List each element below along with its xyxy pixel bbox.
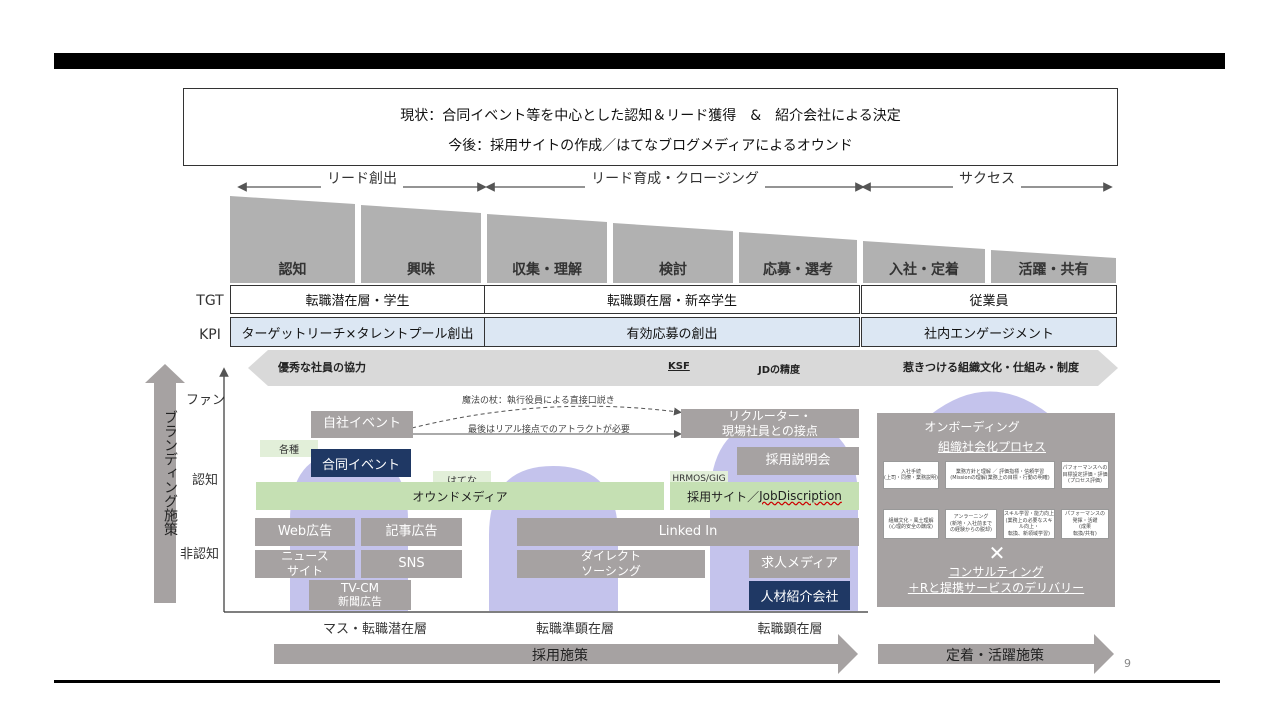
- phase-success-wrap: サクセス: [866, 168, 1108, 188]
- stage-shape-2: [361, 205, 481, 283]
- process-box: パフォーマンスの 発揮・活躍 (成果 転換/共有): [1061, 509, 1109, 539]
- status-current: 現状：合同イベント等を中心とした認知＆リード獲得 & 紹介会社による決定: [400, 108, 901, 124]
- phase-nurture-wrap: リード育成・クロージング: [490, 168, 860, 188]
- stage-label: 検討: [659, 262, 687, 278]
- article-ad-box: 記事広告: [361, 518, 462, 546]
- ksf-label: KSF: [668, 361, 690, 372]
- kpi-cell: ターゲットリーチ×タレントプール創出: [230, 317, 485, 347]
- onboarding-title: オンボーディング: [924, 419, 1020, 434]
- tgt-cell: 転職潜在層・学生: [230, 285, 485, 314]
- tvcm-label: TV-CM: [341, 581, 379, 595]
- top-bar: [54, 53, 1225, 69]
- news-site-box: ニュース サイト: [255, 549, 355, 578]
- retain-arrow: [878, 634, 1114, 674]
- tgt-cell: 転職顕在層・新卒学生: [484, 285, 860, 314]
- branding-up-arrow: [145, 364, 185, 603]
- recruit-site-jd: JobDiscription: [759, 489, 842, 503]
- process-box: アンラーニング (新地・入社前まで の経験からの脱却): [945, 509, 997, 539]
- phase-label-lead: リード創出: [321, 168, 403, 188]
- kpi-row-label: KPI: [199, 327, 221, 343]
- onboarding-subtitle: 組織社会化プロセス: [937, 439, 1046, 454]
- y-label-unaware: 非認知: [180, 547, 220, 562]
- real-contact-note: 最後はリアル接点でのアトラクトが必要: [468, 425, 630, 435]
- segment-arch-success: [930, 391, 1050, 415]
- linkedin-box: Linked In: [517, 518, 859, 546]
- stage-shape-4: [613, 223, 733, 283]
- stage-label: 入社・定着: [889, 262, 959, 278]
- recruit-site-box: 採用サイト／JobDiscription: [670, 482, 859, 510]
- stage-label: 応募・選考: [763, 262, 833, 278]
- phase-label-success: サクセス: [953, 168, 1021, 188]
- joint-event-box: 合同イベント: [311, 449, 411, 477]
- recruit-site-label: 採用サイト／: [687, 489, 760, 504]
- segment-label-active: 転職顕在層: [757, 621, 823, 637]
- ksf-left-text: 優秀な社員の協力: [278, 361, 366, 374]
- tgt-cell: 従業員: [861, 285, 1117, 314]
- consulting-label: コンサルティング: [948, 564, 1044, 579]
- ksf-middle-text: JDの精度: [758, 365, 801, 376]
- own-event-box: 自社イベント: [311, 411, 413, 438]
- ksf-band: [248, 350, 1118, 386]
- stage-shape-7: [991, 250, 1116, 283]
- kpi-cell: 社内エンゲージメント: [861, 317, 1117, 347]
- stage-label: 活躍・共有: [1018, 262, 1089, 278]
- phase-label-nurture: リード育成・クロージング: [585, 168, 765, 188]
- retain-arrow-label: 定着・活躍施策: [946, 648, 1044, 664]
- branding-axis-label: ブランディング施策: [162, 410, 178, 536]
- delivery-label: ＋Rと提携サービスのデリバリー: [907, 580, 1085, 595]
- tgt-row-label: TGT: [196, 293, 224, 309]
- job-media-box: 求人メディア: [749, 550, 850, 578]
- ksf-right-text: 惹きつける組織文化・仕組み・制度: [903, 361, 1079, 374]
- bottom-rule: [54, 680, 1220, 683]
- sns-box: SNS: [361, 550, 462, 578]
- stage-label: 収集・理解: [512, 262, 582, 278]
- page-number: 9: [1124, 657, 1131, 670]
- direct-sourcing-box: ダイレクト ソーシング: [517, 549, 705, 578]
- stage-shape-1: [230, 196, 355, 283]
- onboarding-panel: オンボーディング 組織社会化プロセス 入社手続 (上司・同僚・業務説明) 業務方…: [877, 413, 1115, 607]
- y-label-aware: 認知: [192, 473, 219, 488]
- newspaper-label: 新聞広告: [338, 595, 382, 608]
- stage-label: 認知: [278, 262, 307, 278]
- recruit-arrow-label: 採用施策: [532, 648, 588, 664]
- agency-box: 人材紹介会社: [749, 581, 850, 610]
- stage-shape-6: [863, 241, 985, 283]
- segment-label-mass: マス・転職潜在層: [322, 621, 427, 637]
- segment-label-semi: 転職準顕在層: [535, 621, 614, 637]
- magic-wand-note: 魔法の杖：執行役員による直接口説き: [462, 396, 615, 406]
- stage-shape-5: [739, 232, 857, 283]
- tvcm-box: TV-CM 新聞広告: [309, 580, 411, 610]
- briefing-box: 採用説明会: [737, 447, 859, 475]
- kpi-cell: 有効応募の創出: [484, 317, 860, 347]
- web-ad-box: Web広告: [255, 518, 355, 546]
- status-future: 今後：採用サイトの作成／はてなブログメディアによるオウンド: [448, 138, 853, 154]
- recruit-arrow: [274, 634, 858, 674]
- phase-lead-wrap: リード創出: [242, 168, 482, 188]
- magic-wand-arrow: [411, 405, 682, 429]
- process-box: 業務方針と理解 ／ 評価指標・信頼学習 (Missionの理解(業務上の目標・行…: [945, 461, 1055, 489]
- status-box: 現状：合同イベント等を中心とした認知＆リード獲得 & 紹介会社による決定 今後：…: [183, 88, 1118, 166]
- recruiter-box: リクルーター・ 現場社員との接点: [681, 409, 859, 438]
- stage-label: 興味: [407, 262, 435, 278]
- stage-shape-3: [487, 214, 607, 283]
- cross-icon: ✕: [988, 541, 1006, 565]
- process-box: スキル学習・能力向上 (業務上の必要なスキル向上・ 転換、新領域学習): [1003, 509, 1055, 539]
- process-box: 組織文化・風土理解 (心理的安全の醸成): [883, 509, 939, 539]
- owned-media-box: オウンドメディア: [256, 482, 664, 510]
- process-box: 入社手続 (上司・同僚・業務説明): [883, 461, 939, 489]
- kakushu-tag: 各種: [260, 440, 318, 457]
- y-label-fan: ファン: [186, 393, 226, 408]
- process-box: パフォーマンスへの 目標設定評価・評価 (プロセス評価): [1061, 461, 1109, 489]
